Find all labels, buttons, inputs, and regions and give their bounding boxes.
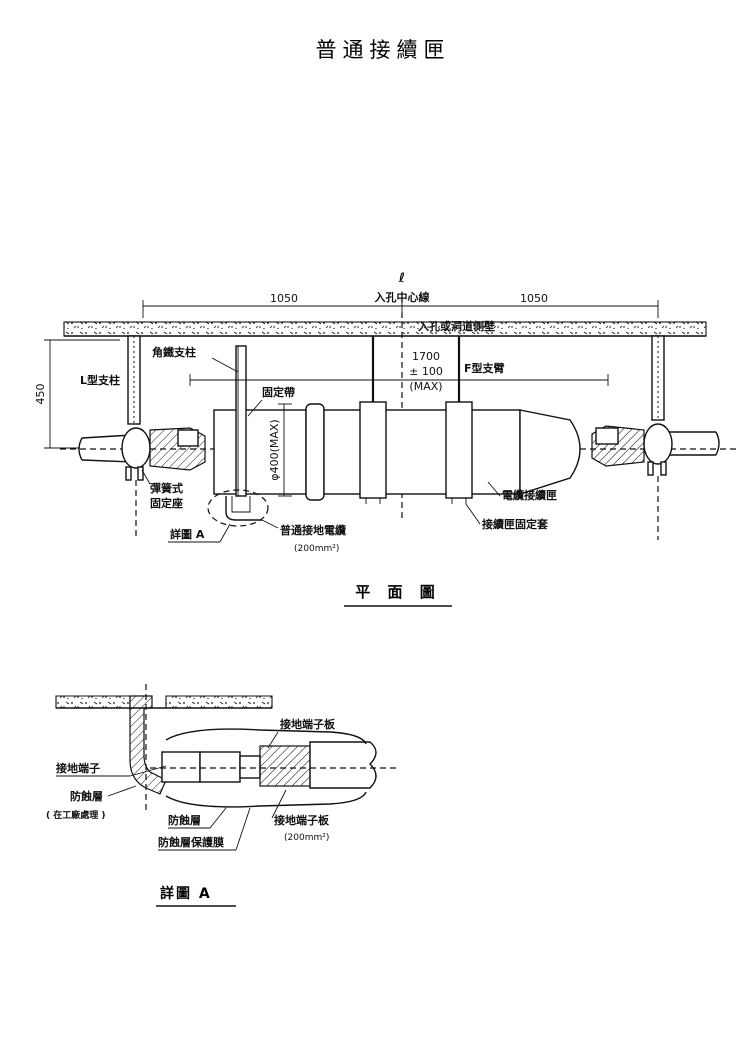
clamp-foot-left-a — [125, 466, 132, 481]
detail-protect-film-label: 防蝕層保護膜 — [158, 835, 224, 849]
sleeve-right — [445, 401, 473, 499]
detail-wall-right — [165, 695, 273, 709]
detail-protect-film-leader — [235, 807, 251, 851]
transition-left-cap — [177, 429, 199, 447]
angle-post-label: 角鐵支柱 — [152, 345, 196, 359]
detail-terminal-plate — [259, 745, 311, 787]
angle-post-base — [231, 496, 251, 513]
detail-a-ref-label: 詳圖 A — [170, 527, 205, 541]
joint-box-end-right — [519, 409, 581, 495]
detail-terminal-nut — [239, 755, 261, 779]
wall-label: 入孔或洞道側壁 — [418, 319, 495, 333]
detail-ground-terminal-leader — [129, 765, 167, 777]
f-arm-label: F型支臂 — [464, 361, 505, 375]
detail-size-label: (200mm²) — [284, 833, 329, 843]
clamp-foot-right-b — [660, 461, 667, 476]
span-1700-max: (MAX) — [409, 380, 442, 393]
sleeve-left — [359, 401, 387, 499]
spring-mount-leader — [141, 469, 151, 485]
detail-film-top — [165, 728, 367, 745]
cable-right-end — [664, 431, 716, 456]
angle-post — [235, 345, 247, 497]
detail-ground-terminal-label: 接地端子 — [56, 761, 100, 775]
centerline-label: 入孔中心線 — [375, 290, 430, 304]
cable-left-cap — [78, 437, 83, 461]
detail-factory-note: ( 在工廠處理 ) — [46, 809, 106, 821]
clamp-foot-left-b — [137, 466, 144, 481]
detail-terminal-block — [199, 751, 241, 783]
detail-terminal-plate-top-label: 接地端子板 — [280, 717, 336, 731]
cable-left-end — [81, 434, 133, 463]
diameter-dim-value: φ400(MAX) — [268, 419, 281, 480]
detail-terminal-lug — [161, 751, 201, 783]
sleeve-feet — [365, 498, 467, 504]
joint-box-label: 電纜接續匣 — [502, 488, 557, 502]
joint-sleeve-label: 接續匣固定套 — [482, 517, 549, 531]
ground-cable-size: (200mm²) — [294, 544, 339, 554]
joint-box-flange-left — [305, 403, 325, 501]
detail-a-ref-leader — [219, 523, 231, 543]
l-support-post-left — [127, 335, 141, 425]
fixing-band-leader — [247, 399, 263, 417]
detail-cable-end — [309, 741, 377, 789]
detail-post — [129, 695, 167, 795]
detail-anticorrosion-label: 防蝕層 — [70, 789, 103, 803]
detail-anticorrosion-leader — [107, 785, 137, 797]
detail-caption: 詳圖 A — [160, 885, 212, 902]
spring-clamp-left — [121, 427, 151, 469]
joint-sleeve-leader — [465, 503, 481, 525]
angle-post-leader — [211, 357, 239, 373]
detail-wall-left — [55, 695, 131, 709]
ground-cable-leader — [261, 519, 279, 529]
ground-cable — [225, 496, 262, 521]
detail-terminal-plate-bottom-leader — [271, 789, 287, 819]
transition-right-cap — [595, 427, 619, 445]
detail-terminal-plate-bottom-label: 接地端子板 — [274, 813, 330, 827]
plan-caption: 平 面 圖 — [355, 583, 440, 601]
fixing-band-label: 固定帶 — [262, 385, 295, 399]
span-1700-value: 1700 — [412, 350, 440, 363]
spring-clamp-right — [643, 423, 673, 465]
dim-left-value: 1050 — [270, 292, 298, 305]
detail-anticorrosion-2-label: 防蝕層 — [168, 813, 201, 827]
detail-terminal-plate-top-leader — [267, 731, 279, 749]
joint-box-body — [323, 409, 521, 495]
detail-film-bottom — [165, 791, 367, 808]
joint-box-end-left — [213, 409, 307, 495]
l-support-label: L型支柱 — [80, 373, 120, 387]
detail-anticorrosion-2-leader — [209, 807, 227, 829]
dim-right-value: 1050 — [520, 292, 548, 305]
manhole-wall — [63, 321, 707, 337]
plan-view: ℓ 入孔中心線 1050 1050 入孔或洞道側壁 450 L型支柱 — [34, 271, 740, 607]
detail-a-marker — [207, 489, 269, 527]
spring-mount-label-2: 固定座 — [150, 496, 183, 510]
height-dim-value: 450 — [34, 384, 47, 405]
page-title: 普通接續匣 — [316, 38, 451, 62]
cable-right-cap — [715, 431, 720, 456]
ground-cable-label: 普通接地電纜 — [280, 523, 346, 537]
detail-a-view: 接地端子板 接地端子 防蝕層 ( 在工廠處理 ) 防蝕層 防蝕層保護膜 接地端子… — [46, 684, 400, 907]
joint-box-leader — [487, 481, 501, 497]
spring-mount-label-1: 彈簧式 — [150, 481, 183, 495]
clamp-foot-right-a — [647, 461, 654, 476]
centerline-mark: ℓ — [398, 271, 405, 286]
span-1700-tolerance: ± 100 — [409, 365, 443, 378]
